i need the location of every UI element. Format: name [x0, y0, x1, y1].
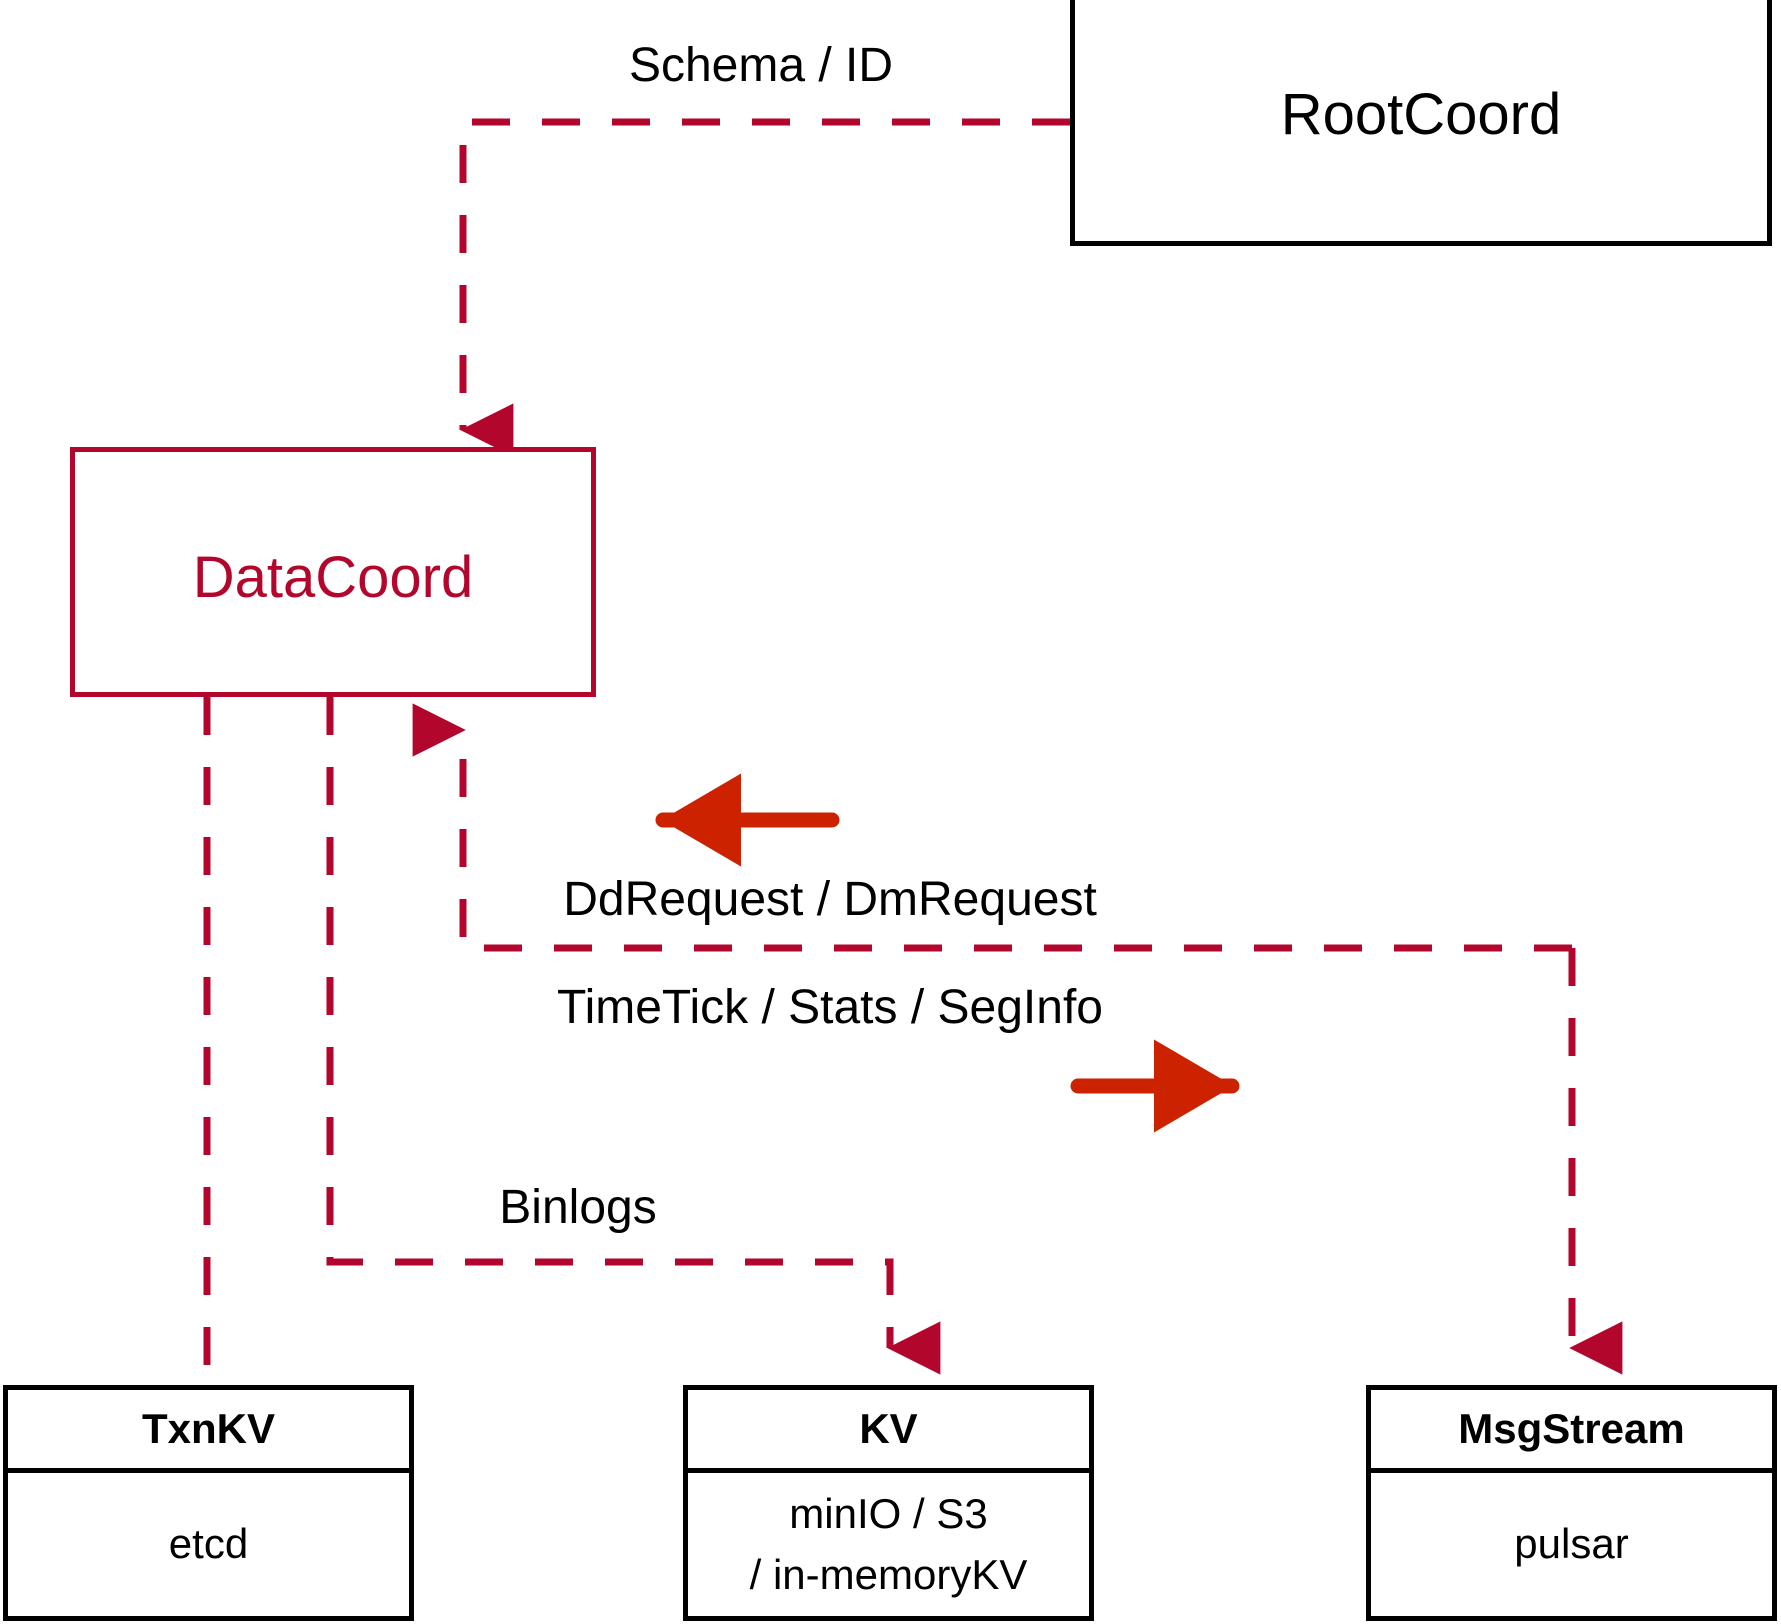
edge-label-schema-id: Schema / ID	[628, 39, 894, 92]
edge-label-dd-dm-request: DdRequest / DmRequest	[563, 873, 1097, 926]
node-txnkv-body-line-1: etcd	[168, 1520, 249, 1568]
edge-label-binlogs: Binlogs	[499, 1181, 657, 1234]
node-msgstream-body-line-1: pulsar	[1514, 1520, 1629, 1568]
node-msgstream-body: pulsar	[1371, 1473, 1772, 1616]
edge-label-timetick-stats-seginfo: TimeTick / Stats / SegInfo	[557, 981, 1103, 1034]
node-datacoord-title: DataCoord	[192, 545, 474, 610]
node-msgstream-divider	[1371, 1468, 1772, 1473]
node-txnkv-body: etcd	[8, 1473, 409, 1616]
node-msgstream[interactable]: MsgStream pulsar	[1366, 1385, 1777, 1621]
node-txnkv[interactable]: TxnKV etcd	[3, 1385, 414, 1621]
node-kv[interactable]: KV minIO / S3 / in-memoryKV	[683, 1385, 1094, 1621]
node-txnkv-divider	[8, 1468, 409, 1473]
node-kv-divider	[688, 1468, 1089, 1473]
node-msgstream-header: MsgStream	[1458, 1405, 1685, 1452]
edge-binlogs	[326, 697, 941, 1375]
node-rootcoord-title: RootCoord	[1280, 82, 1562, 147]
node-kv-body-line-2: / in-memoryKV	[749, 1550, 1028, 1598]
edge-dd-dm-request	[412, 703, 1572, 952]
node-kv-body: minIO / S3 / in-memoryKV	[688, 1473, 1089, 1616]
node-rootcoord[interactable]: RootCoord	[1070, 0, 1772, 246]
node-datacoord[interactable]: DataCoord	[70, 447, 596, 697]
node-kv-body-line-1: minIO / S3	[789, 1489, 988, 1537]
node-txnkv-header: TxnKV	[141, 1405, 275, 1452]
node-kv-header: KV	[859, 1405, 918, 1452]
edge-schema-id	[459, 118, 1070, 457]
